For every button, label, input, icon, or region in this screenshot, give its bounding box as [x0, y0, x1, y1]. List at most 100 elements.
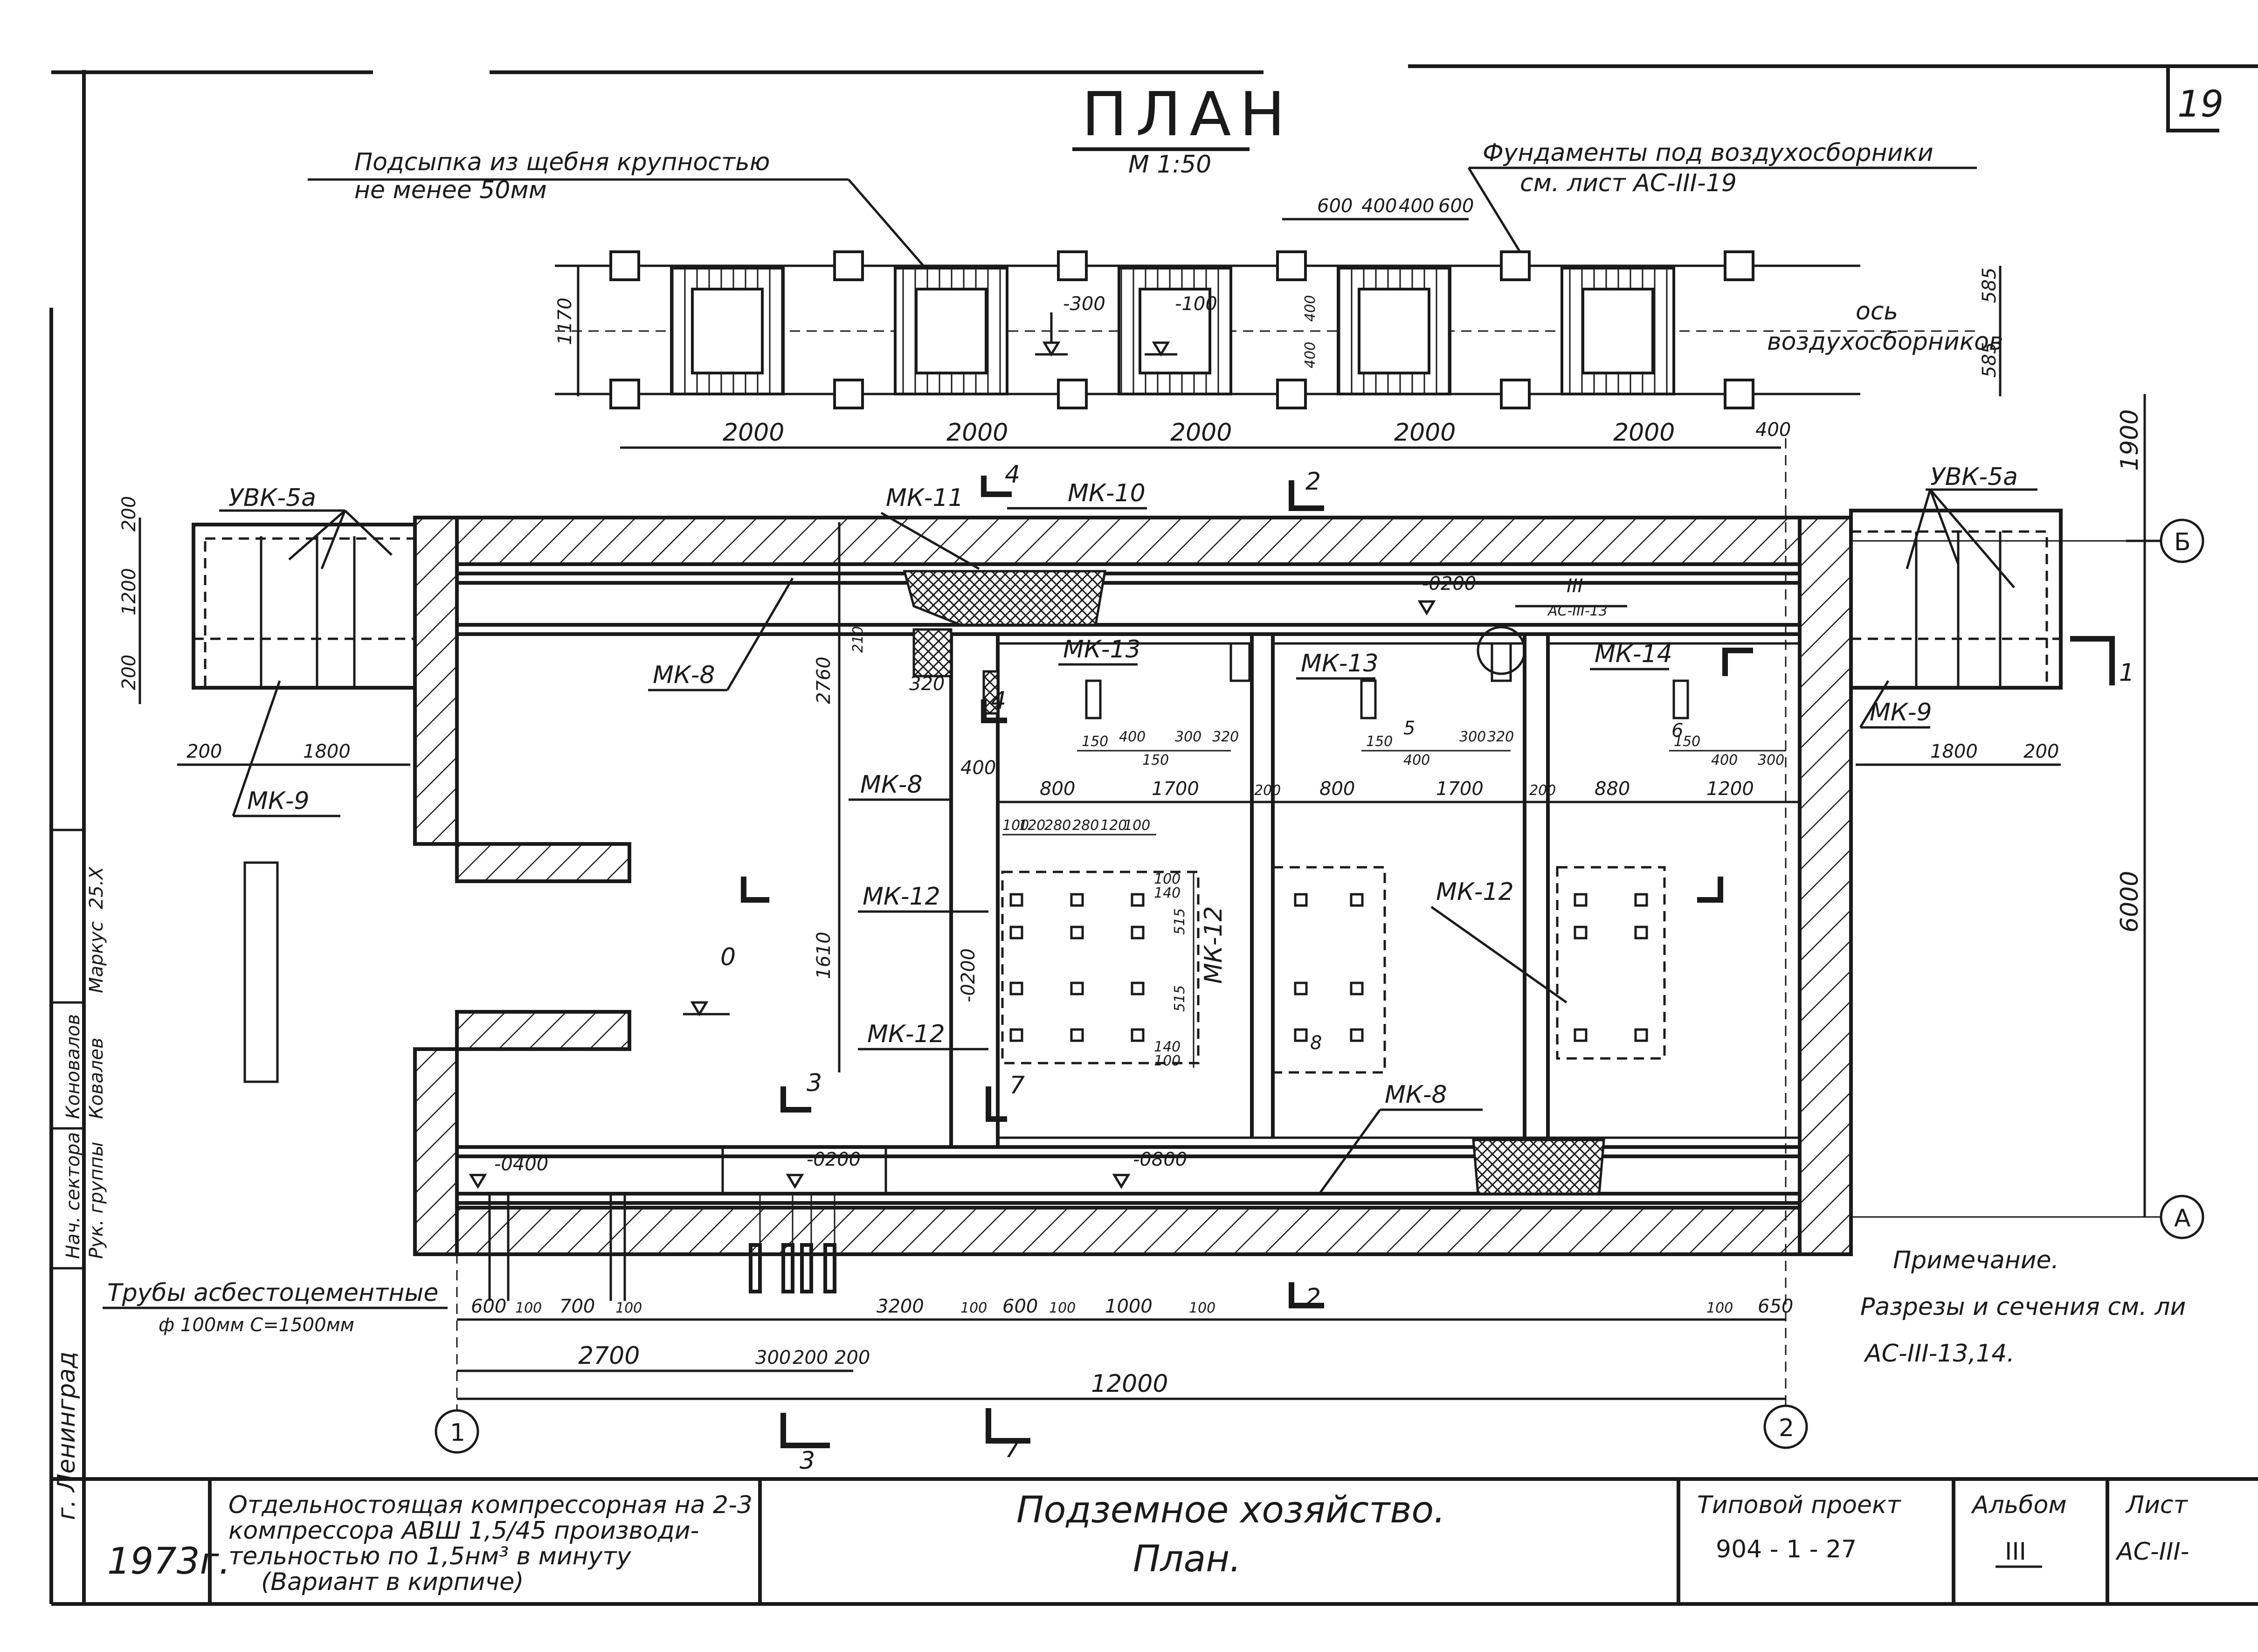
title-block: 1973г. Отдельностоящая компрессорная на … [107, 1479, 2189, 1604]
svg-text:280: 280 [1044, 817, 1071, 834]
svg-text:400: 400 [1403, 752, 1430, 768]
svg-text:400: 400 [1361, 195, 1397, 217]
svg-text:100: 100 [1706, 1300, 1733, 1316]
svg-text:6: 6 [1671, 720, 1683, 741]
anchor-bolt-grids [1009, 893, 1648, 1042]
anchor-bolt [1634, 893, 1648, 907]
svg-text:120: 120 [1100, 817, 1127, 834]
section-markers: 1 2 2 3 3 4 4 5 6 7 7 8 [780, 461, 2134, 1475]
svg-text:400: 400 [1302, 295, 1319, 322]
svg-text:600: 600 [1002, 1296, 1038, 1317]
tb-year: 1973г. [107, 1541, 230, 1583]
svg-text:-0400: -0400 [494, 1154, 548, 1175]
axis-b-marker [2160, 518, 2204, 563]
receiver-foundation-core [915, 288, 987, 374]
svg-text:600: 600 [471, 1296, 506, 1317]
equipment-outlines [1001, 642, 1689, 1074]
svg-text:-0200: -0200 [807, 1149, 861, 1170]
foundation-note-line2: см. лист АС-III-19 [1520, 169, 1737, 197]
svg-text:УВК-5а: УВК-5а [228, 484, 316, 512]
svg-text:100: 100 [1002, 817, 1029, 834]
anchor-bolt [1131, 926, 1145, 940]
footing-post [1500, 379, 1531, 409]
interior-dimensions: 200 1200 200 200 1800 1800 200 2760 1610… [118, 496, 2061, 1072]
svg-text:2000: 2000 [1613, 419, 1675, 447]
svg-text:2760: 2760 [813, 657, 835, 704]
receiver-foundation-core [1139, 288, 1211, 374]
anchor-bolt [1574, 893, 1588, 907]
anchor-bolt [1070, 982, 1084, 995]
anchor-bolt [1574, 1028, 1588, 1042]
svg-text:Примечание.: Примечание. [1893, 1246, 2059, 1274]
svg-text:г. Ленинград: г. Ленинград [53, 1352, 81, 1520]
svg-text:МК-9: МК-9 [1870, 698, 1932, 726]
anchor-bolt [1009, 926, 1023, 940]
svg-text:МК-12: МК-12 [1436, 878, 1514, 906]
svg-text:300: 300 [755, 1347, 791, 1369]
svg-text:200: 200 [118, 496, 140, 532]
svg-text:515: 515 [1172, 985, 1188, 1012]
svg-text:2000: 2000 [1170, 419, 1232, 447]
svg-text:320: 320 [1212, 729, 1239, 745]
svg-text:МК-9: МК-9 [247, 787, 310, 815]
svg-text:515: 515 [1172, 908, 1188, 935]
tb-sheet-title-1: Подземное хозяйство. [1016, 1489, 1445, 1531]
svg-text:2: 2 [1305, 468, 1321, 496]
axis-note-line2: воздухосборников [1767, 328, 2003, 356]
svg-text:100: 100 [1154, 871, 1181, 887]
svg-text:200: 200 [2023, 741, 2059, 762]
svg-text:3: 3 [807, 1069, 822, 1097]
svg-text:2000: 2000 [1394, 419, 1456, 447]
svg-text:1700: 1700 [1436, 778, 1484, 800]
svg-text:1800: 1800 [303, 741, 351, 762]
svg-text:140: 140 [1154, 1039, 1181, 1055]
svg-text:8: 8 [1310, 1032, 1322, 1054]
building-walls [243, 516, 1853, 1256]
anchor-bolt [1350, 1028, 1364, 1042]
level-mark-m300: -300 [1035, 293, 1105, 357]
svg-text:МК-12: МК-12 [1200, 906, 1228, 984]
svg-text:1: 1 [450, 1419, 465, 1447]
receiver-foundation-core [1581, 288, 1654, 374]
svg-text:585: 585 [1979, 268, 2000, 303]
bottom-dimensions: 600 100 700 100 3200 100 600 100 1000 10… [457, 1296, 1793, 1400]
footing-post [833, 379, 864, 409]
svg-text:-0200: -0200 [958, 948, 979, 1002]
svg-text:600: 600 [1438, 195, 1474, 217]
svg-text:Б: Б [2174, 528, 2191, 556]
svg-text:2: 2 [1779, 1414, 1794, 1442]
svg-text:1000: 1000 [1105, 1296, 1153, 1317]
anchor-bolt [1350, 982, 1364, 995]
svg-text:1: 1 [2119, 659, 2134, 687]
right-annex [1849, 509, 2063, 690]
tb-album-value: III [2005, 1538, 2026, 1566]
svg-text:МК-11: МК-11 [886, 484, 964, 512]
receiver-foundation-core [1358, 288, 1430, 374]
svg-text:200: 200 [835, 1347, 870, 1369]
svg-text:МК-14: МК-14 [1595, 640, 1672, 668]
footing-post [1276, 250, 1307, 281]
tb-sheet-title-2: План. [1133, 1538, 1241, 1580]
svg-text:Нач. сектора: Нач. сектора [62, 1132, 84, 1259]
svg-text:300: 300 [1459, 729, 1486, 745]
svg-text:320: 320 [909, 673, 945, 695]
svg-text:МК-13: МК-13 [1063, 636, 1141, 664]
svg-text:400: 400 [1399, 195, 1434, 217]
svg-text:-100: -100 [1175, 293, 1217, 315]
tb-sheet-label: Лист [2125, 1491, 2188, 1519]
svg-text:Маркус: Маркус [86, 921, 107, 993]
tb-desc-2: компрессора АВШ 1,5/45 производи- [228, 1517, 699, 1545]
svg-text:2700: 2700 [578, 1342, 640, 1370]
svg-text:1170: 1170 [554, 297, 576, 345]
svg-text:400: 400 [1302, 342, 1319, 368]
svg-text:12000: 12000 [1091, 1370, 1168, 1398]
anchor-bolt [1009, 1028, 1023, 1042]
svg-text:200: 200 [1254, 782, 1281, 799]
tb-desc-1: Отдельностоящая компрессорная на 2-3 [228, 1491, 753, 1519]
svg-text:700: 700 [559, 1296, 595, 1317]
footing-post [1057, 250, 1088, 281]
tb-album-label: Альбом [1971, 1491, 2067, 1519]
footing-post [1724, 379, 1754, 409]
svg-text:150: 150 [1674, 733, 1700, 750]
svg-text:650: 650 [1758, 1296, 1793, 1317]
